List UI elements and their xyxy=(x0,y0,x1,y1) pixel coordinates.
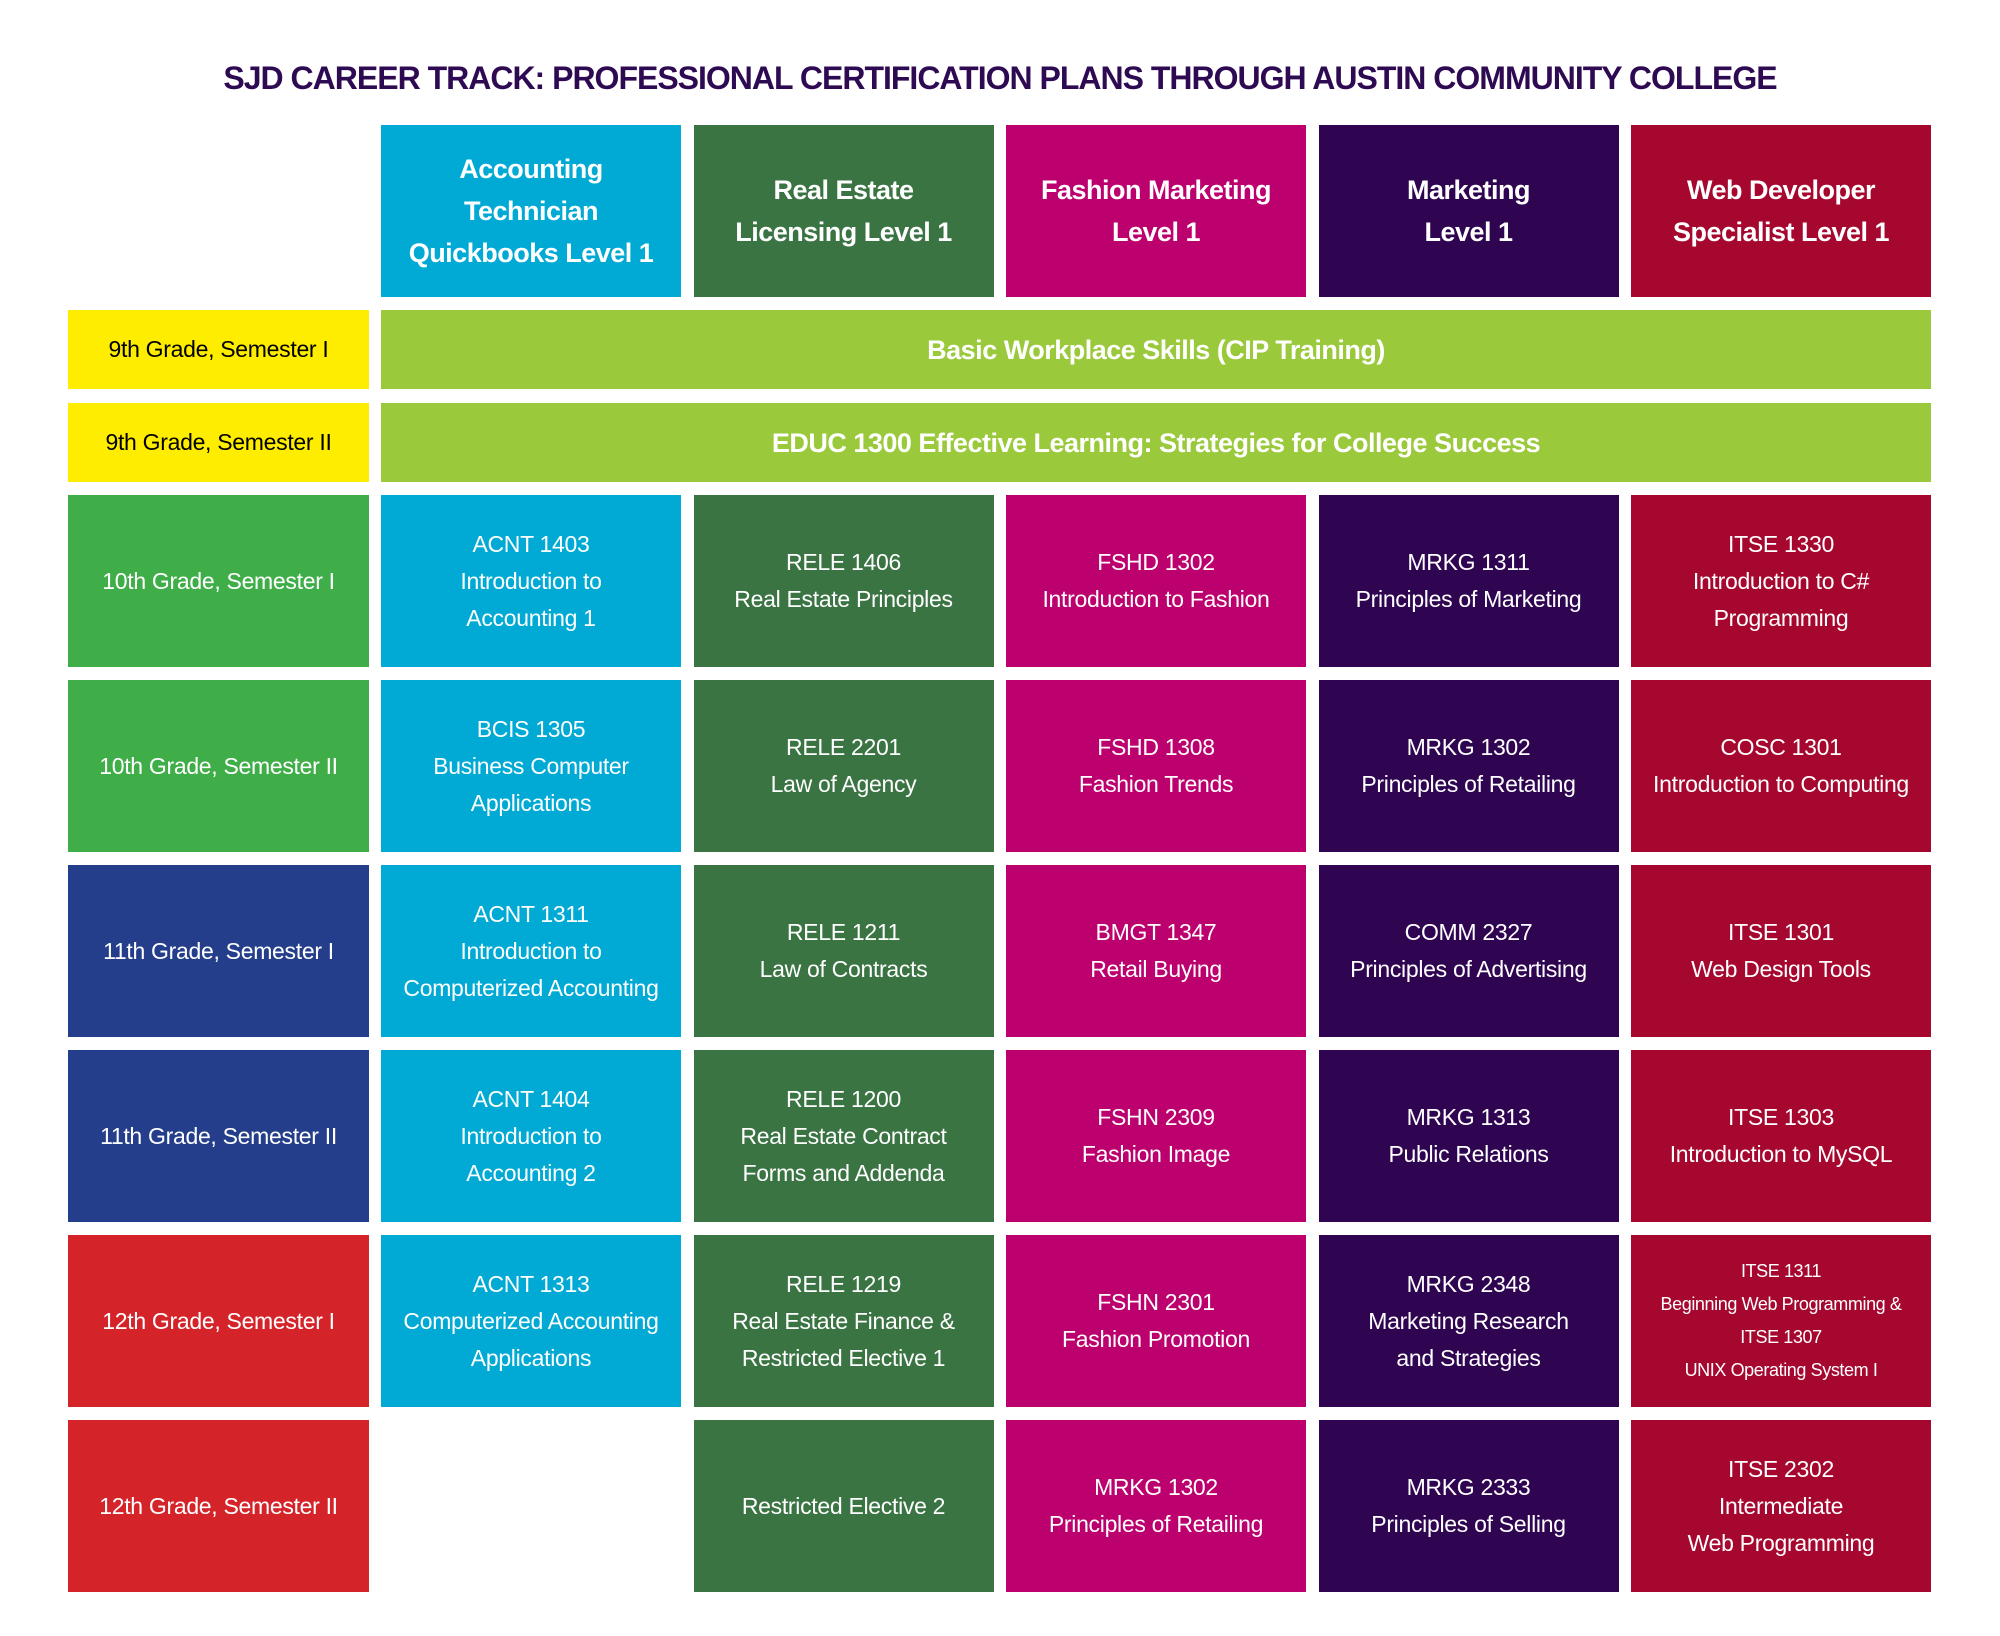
course-cell: FSHD 1308 Fashion Trends xyxy=(1006,680,1306,852)
course-cell: COMM 2327 Principles of Advertising xyxy=(1318,865,1619,1037)
course-cell: ITSE 1301 Web Design Tools xyxy=(1631,865,1931,1037)
course-cell-text: FSHD 1308 Fashion Trends xyxy=(1078,734,1234,797)
course-cell: ACNT 1403 Introduction to Accounting 1 xyxy=(381,495,681,667)
course-cell-text: RELE 2201 Law of Agency xyxy=(770,734,917,797)
grade-label: 12th Grade, Semester II xyxy=(68,1420,369,1592)
course-cell: BCIS 1305 Business Computer Applications xyxy=(381,680,681,852)
track-header: Marketing Level 1 xyxy=(1318,125,1619,297)
course-cell: MRKG 2333 Principles of Selling xyxy=(1318,1420,1619,1592)
course-cell-text: MRKG 1311 Principles of Marketing xyxy=(1355,549,1582,612)
track-header-text: Fashion Marketing Level 1 xyxy=(1040,175,1272,247)
course-cell: ITSE 1303 Introduction to MySQL xyxy=(1631,1050,1931,1222)
course-cell: Restricted Elective 2 xyxy=(693,1420,994,1592)
grade-label: 11th Grade, Semester I xyxy=(68,865,369,1037)
course-cell: MRKG 1311 Principles of Marketing xyxy=(1318,495,1619,667)
grade-label-text: 9th Grade, Semester I xyxy=(108,336,329,362)
course-cell-text: ACNT 1403 Introduction to Accounting 1 xyxy=(460,530,602,631)
course-cell: ITSE 1311 Beginning Web Programming & IT… xyxy=(1631,1235,1931,1407)
course-cell: MRKG 2348 Marketing Research and Strateg… xyxy=(1318,1235,1619,1407)
course-cell-text: RELE 1211 Law of Contracts xyxy=(759,919,928,982)
track-header: Accounting Technician Quickbooks Level 1 xyxy=(381,125,681,297)
grade-label-text: 12th Grade, Semester I xyxy=(102,1307,335,1334)
course-cell-text: BCIS 1305 Business Computer Applications xyxy=(433,715,629,816)
course-cell: RELE 1406 Real Estate Principles xyxy=(693,495,994,667)
shared-course-text: Basic Workplace Skills (CIP Training) xyxy=(927,334,1385,365)
course-cell: ITSE 2302 Intermediate Web Programming xyxy=(1631,1420,1931,1592)
course-cell-text: RELE 1200 Real Estate Contract Forms and… xyxy=(740,1085,947,1186)
course-cell-text: Restricted Elective 2 xyxy=(741,1492,946,1519)
course-cell: ITSE 1330 Introduction to C# Programming xyxy=(1631,495,1931,667)
course-cell: COSC 1301 Introduction to Computing xyxy=(1631,680,1931,852)
course-cell-text: COMM 2327 Principles of Advertising xyxy=(1350,919,1587,982)
course-cell-text: ACNT 1313 Computerized Accounting Applic… xyxy=(403,1270,659,1371)
track-header: Web Developer Specialist Level 1 xyxy=(1631,125,1931,297)
grade-label-text: 11th Grade, Semester I xyxy=(103,937,334,964)
course-cell: MRKG 1313 Public Relations xyxy=(1318,1050,1619,1222)
grade-label: 11th Grade, Semester II xyxy=(68,1050,369,1222)
course-cell: RELE 1200 Real Estate Contract Forms and… xyxy=(693,1050,994,1222)
grade-label-text: 9th Grade, Semester II xyxy=(105,429,332,455)
shared-course: Basic Workplace Skills (CIP Training) xyxy=(381,310,1931,389)
course-cell: MRKG 1302 Principles of Retailing xyxy=(1006,1420,1306,1592)
course-cell-text: MRKG 1313 Public Relations xyxy=(1388,1104,1549,1167)
course-cell-text: MRKG 1302 Principles of Retailing xyxy=(1361,734,1576,797)
course-cell-text: FSHN 2301 Fashion Promotion xyxy=(1062,1289,1250,1352)
course-cell: FSHN 2301 Fashion Promotion xyxy=(1006,1235,1306,1407)
course-cell-text: MRKG 2348 Marketing Research and Strateg… xyxy=(1368,1270,1569,1371)
course-cell-text: RELE 1406 Real Estate Principles xyxy=(734,549,953,612)
course-cell: BMGT 1347 Retail Buying xyxy=(1006,865,1306,1037)
course-cell-text: ITSE 1330 Introduction to C# Programming xyxy=(1692,530,1870,631)
course-cell: ACNT 1404 Introduction to Accounting 2 xyxy=(381,1050,681,1222)
course-cell: FSHN 2309 Fashion Image xyxy=(1006,1050,1306,1222)
grade-label: 9th Grade, Semester I xyxy=(68,310,369,389)
track-header-text: Marketing Level 1 xyxy=(1406,175,1531,247)
grade-label-text: 11th Grade, Semester II xyxy=(100,1122,337,1149)
course-cell-text: FSHD 1302 Introduction to Fashion xyxy=(1042,549,1270,612)
course-cell: RELE 1219 Real Estate Finance & Restrict… xyxy=(693,1235,994,1407)
track-header-text: Web Developer Specialist Level 1 xyxy=(1672,175,1890,247)
shared-course-text: EDUC 1300 Effective Learning: Strategies… xyxy=(771,427,1541,458)
track-header: Fashion Marketing Level 1 xyxy=(1006,125,1306,297)
grade-label: 9th Grade, Semester II xyxy=(68,403,369,482)
grade-label: 12th Grade, Semester I xyxy=(68,1235,369,1407)
page-title: SJD CAREER TRACK: PROFESSIONAL CERTIFICA… xyxy=(223,60,1777,96)
course-cell-text: BMGT 1347 Retail Buying xyxy=(1090,919,1222,982)
track-header: Real Estate Licensing Level 1 xyxy=(693,125,994,297)
track-header-text: Accounting Technician Quickbooks Level 1 xyxy=(408,154,654,268)
course-cell: RELE 1211 Law of Contracts xyxy=(693,865,994,1037)
shared-course: EDUC 1300 Effective Learning: Strategies… xyxy=(381,403,1931,482)
course-cell-text: ITSE 2302 Intermediate Web Programming xyxy=(1687,1455,1875,1556)
course-cell-text: MRKG 1302 Principles of Retailing xyxy=(1048,1474,1264,1537)
grade-label-text: 10th Grade, Semester II xyxy=(99,752,338,779)
course-cell-text: ITSE 1301 Web Design Tools xyxy=(1691,919,1871,982)
course-cell-text: RELE 1219 Real Estate Finance & Restrict… xyxy=(732,1270,955,1371)
course-cell-text: ACNT 1311 Introduction to Computerized A… xyxy=(403,900,659,1001)
course-cell: RELE 2201 Law of Agency xyxy=(693,680,994,852)
course-cell-text: ITSE 1303 Introduction to MySQL xyxy=(1669,1104,1893,1167)
track-header-text: Real Estate Licensing Level 1 xyxy=(735,175,952,247)
course-cell: ACNT 1311 Introduction to Computerized A… xyxy=(381,865,681,1037)
grade-label-text: 10th Grade, Semester I xyxy=(102,567,335,594)
grade-label: 10th Grade, Semester II xyxy=(68,680,369,852)
course-cell: MRKG 1302 Principles of Retailing xyxy=(1318,680,1619,852)
grade-label: 10th Grade, Semester I xyxy=(68,495,369,667)
course-cell-text: FSHN 2309 Fashion Image xyxy=(1081,1104,1231,1167)
course-cell-text: COSC 1301 Introduction to Computing xyxy=(1653,734,1909,797)
grade-label-text: 12th Grade, Semester II xyxy=(99,1492,338,1519)
course-cell-text: MRKG 2333 Principles of Selling xyxy=(1371,1474,1566,1537)
course-cell: ACNT 1313 Computerized Accounting Applic… xyxy=(381,1235,681,1407)
course-cell-text: ACNT 1404 Introduction to Accounting 2 xyxy=(460,1085,602,1186)
course-cell: FSHD 1302 Introduction to Fashion xyxy=(1006,495,1306,667)
course-cell-text: ITSE 1311 Beginning Web Programming & IT… xyxy=(1660,1261,1902,1380)
